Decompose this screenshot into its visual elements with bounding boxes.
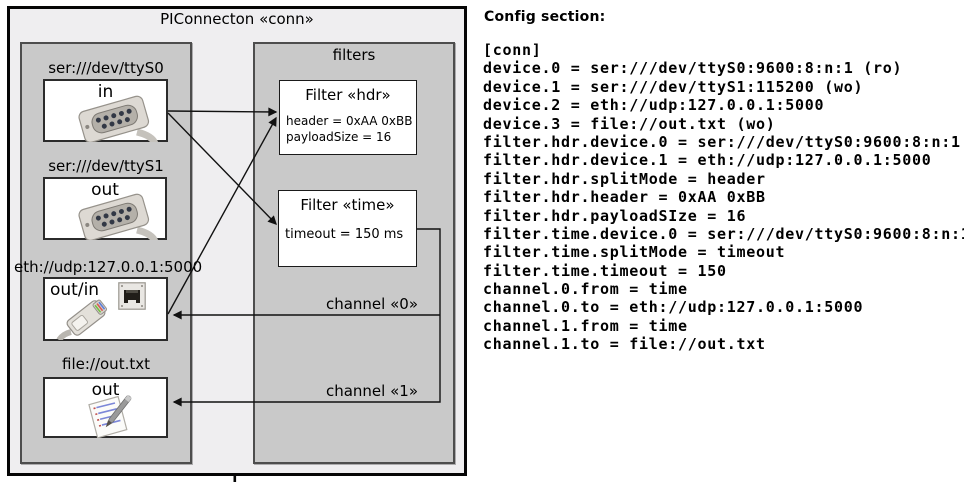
channel-1-label: channel «1» — [325, 382, 418, 400]
config-line: device.2 = eth://udp:127.0.0.1:5000 — [483, 96, 825, 115]
filter-hdr-attr-payloadsize: payloadSize = 16 — [286, 130, 392, 144]
device-2-label: eth://udp:127.0.0.1:5000 — [14, 258, 203, 276]
config-heading: Config section: — [484, 9, 606, 25]
config-line: device.1 = ser:///dev/ttyS1:115200 (wo) — [483, 77, 864, 96]
diagram-title: PIConnecton «conn» — [160, 10, 314, 28]
filter-time-title: Filter «time» — [300, 196, 395, 214]
channel-0-label: channel «0» — [325, 295, 418, 313]
filter-hdr-title: Filter «hdr» — [305, 86, 391, 104]
device-2-box: out/in — [43, 277, 168, 341]
config-line: filter.time.splitMode = timeout — [483, 243, 786, 262]
device-3-box: out — [43, 377, 168, 438]
device-3-label: file://out.txt — [62, 355, 150, 373]
ethernet-plug-icon — [56, 299, 108, 340]
filter-hdr-box: Filter «hdr» header = 0xAA 0xBB payloadS… — [279, 80, 417, 155]
device-1-box: out — [43, 177, 167, 240]
serial-connector-icon — [78, 95, 158, 142]
device-0-label: ser:///dev/ttyS0 — [48, 59, 164, 77]
config-line: filter.hdr.payloadSIze = 16 — [483, 206, 747, 225]
filters-group-title: filters — [332, 46, 376, 64]
notepad-icon — [88, 394, 132, 438]
config-line: filter.time.timeout = 150 — [483, 261, 727, 280]
config-line: filter.time.device.0 = ser:///dev/ttyS0:… — [483, 224, 964, 243]
config-line: filter.hdr.splitMode = header — [483, 169, 766, 188]
config-line: device.3 = file://out.txt (wo) — [483, 114, 776, 133]
config-line: filter.hdr.device.1 = eth://udp:127.0.0.… — [483, 151, 932, 170]
config-line: device.0 = ser:///dev/ttyS0:9600:8:n:1 (… — [483, 59, 903, 78]
ethernet-port-icon — [118, 282, 146, 310]
config-line: [conn] — [483, 41, 542, 59]
filter-hdr-attr-header: header = 0xAA 0xBB — [286, 114, 413, 128]
filter-time-box: Filter «time» timeout = 150 ms — [278, 190, 417, 267]
config-lines: [conn]device.0 = ser:///dev/ttyS0:9600:8… — [483, 41, 964, 354]
serial-connector-icon — [78, 193, 158, 240]
config-line: filter.hdr.header = 0xAA 0xBB — [483, 188, 766, 207]
device-1-direction: out — [91, 180, 119, 200]
config-line: filter.hdr.device.0 = ser:///dev/ttyS0:9… — [483, 132, 961, 151]
config-line: channel.1.from = time — [483, 316, 688, 335]
config-line: channel.1.to = file://out.txt — [483, 335, 766, 354]
device-0-direction: in — [97, 82, 114, 102]
config-line: channel.0.from = time — [483, 280, 688, 299]
device-3-direction: out — [91, 380, 120, 400]
device-0-box: in — [43, 79, 168, 142]
device-2-direction: out/in — [50, 280, 100, 300]
config-line: channel.0.to = eth://udp:127.0.0.1:5000 — [483, 298, 864, 317]
device-1-label: ser:///dev/ttyS1 — [48, 157, 164, 175]
filter-time-attr-timeout: timeout = 150 ms — [285, 227, 404, 242]
